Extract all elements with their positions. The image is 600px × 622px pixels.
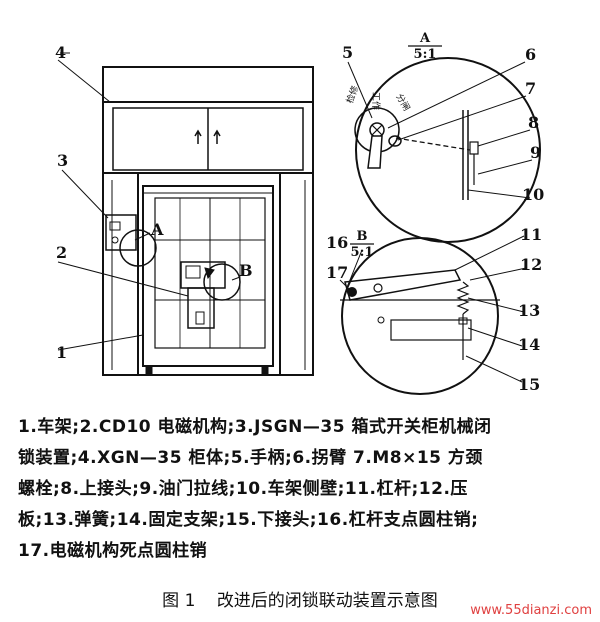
- legend-line: 1.车架;2.CD10 电磁机构;3.JSGN—35 箱式开关柜机械闭: [18, 417, 492, 437]
- detail-b-view: [341, 237, 499, 395]
- legend-line: 板;13.弹簧;14.固定支架;15.下接头;16.杠杆支点圆柱销;: [18, 510, 479, 530]
- handle: [367, 135, 383, 169]
- detail-a-scale: 5:1: [414, 47, 437, 62]
- knob-label-repair: 检修: [344, 84, 361, 105]
- label-17: 17: [326, 263, 348, 282]
- door-arrow-right-icon: [213, 129, 221, 144]
- label-14: 14: [518, 335, 540, 354]
- label-2: 2: [56, 243, 67, 262]
- figure-title: 改进后的闭锁联动装置示意图: [216, 591, 438, 611]
- label-3: 3: [57, 151, 68, 170]
- legend-line: 螺栓;8.上接头;9.油门拉线;10.车架侧壁;11.杠杆;12.压: [18, 479, 468, 499]
- label-13: 13: [518, 301, 540, 320]
- label-6: 6: [525, 45, 536, 64]
- lever: [344, 269, 462, 301]
- detail-b-scale: 5:1: [351, 245, 374, 260]
- label-7: 7: [525, 79, 536, 98]
- figure-caption: 图 1 改进后的闭锁联动装置示意图: [0, 586, 600, 611]
- legend: 1.车架;2.CD10 电磁机构;3.JSGN—35 箱式开关柜机械闭 锁装置;…: [18, 412, 588, 567]
- lock-device-box: [105, 214, 137, 251]
- schematic-drawing: 4 3 2 1 A B 5 6 7 8 9 10 11 12 13 14 15 …: [55, 31, 544, 395]
- figure-number: 图 1: [162, 591, 196, 611]
- label-12: 12: [520, 255, 542, 274]
- cabinet-outline: [102, 66, 314, 376]
- knob-label-work: 工作: [370, 92, 382, 110]
- label-1: 1: [56, 343, 67, 362]
- legend-line: 17.电磁机构死点圆柱销: [18, 541, 208, 561]
- detail-a-circle: [119, 229, 157, 267]
- door-arrow-left-icon: [194, 129, 202, 144]
- label-15: 15: [518, 375, 540, 394]
- detail-a-view: [355, 57, 541, 243]
- label-11: 11: [520, 225, 542, 244]
- spring: [456, 281, 470, 315]
- truck-frame: [142, 185, 274, 367]
- knob-label-open: 分闸: [393, 92, 412, 113]
- label-10: 10: [522, 185, 544, 204]
- label-a: A: [150, 220, 164, 239]
- detail-b-circle: [203, 263, 241, 301]
- label-b: B: [239, 261, 253, 280]
- label-5: 5: [342, 43, 353, 62]
- label-8: 8: [528, 113, 539, 132]
- watermark: www.55dianzi.com: [470, 603, 592, 618]
- label-4: 4: [55, 43, 66, 62]
- label-9: 9: [530, 143, 541, 162]
- detail-a-title: A: [419, 31, 431, 46]
- label-16: 16: [326, 233, 348, 252]
- detail-b-title: B: [357, 229, 368, 244]
- legend-line: 锁装置;4.XGN—35 柜体;5.手柄;6.拐臂 7.M8×15 方颈: [18, 448, 483, 468]
